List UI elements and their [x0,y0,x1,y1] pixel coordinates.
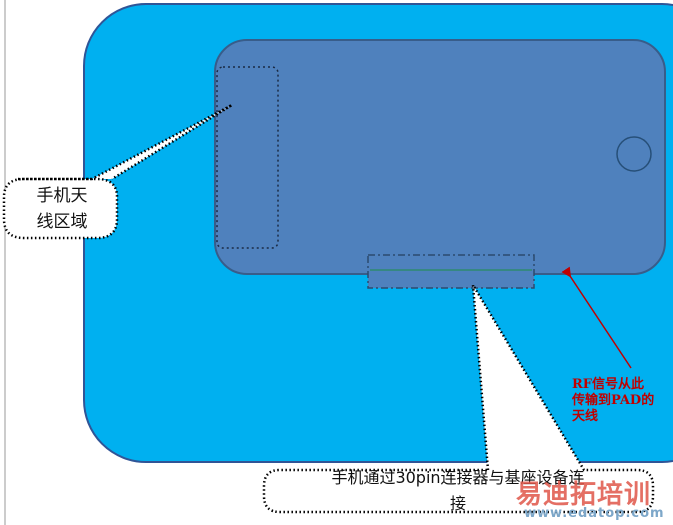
watermark-logo-text: 易迪拓培训 [516,480,652,510]
phone-body [214,39,666,275]
rf-signal-label-line1: RF信号从此 [572,377,645,392]
rf-signal-label-line2: 传输到PAD的 [572,393,655,408]
rf-signal-arrow [561,266,632,369]
rf-signal-label-line3: 天线 [572,409,599,424]
phone-home-button-icon [616,136,652,172]
connector-label-line2: 接 [449,494,466,513]
connector-label-line1: 手机通过30pin连接器与基座设备连 [331,468,585,487]
watermark-url: www.edatop.com [524,506,665,521]
antenna-area-region [216,66,279,249]
antenna-callout-bubble [2,103,234,240]
connector-30pin [367,254,535,289]
antenna-area-label-line2: 线区域 [36,212,88,232]
antenna-area-label-line1: 手机天 [36,186,88,206]
connector-callout-bubble [262,283,655,514]
